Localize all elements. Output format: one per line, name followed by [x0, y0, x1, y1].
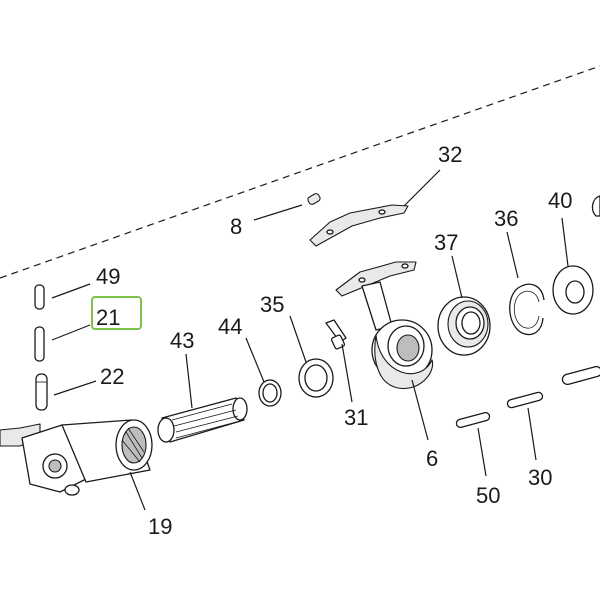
part-pin-21[interactable]	[34, 326, 45, 362]
callout-22[interactable]: 22	[100, 364, 124, 389]
part-shaft-43[interactable]	[157, 397, 248, 443]
callout-44[interactable]: 44	[218, 314, 242, 339]
part-partial-right-edge	[591, 195, 600, 217]
callout-21[interactable]: 21	[96, 305, 120, 330]
part-yoke-19[interactable]	[0, 419, 153, 496]
callout-30[interactable]: 30	[528, 465, 552, 490]
part-bearing-37[interactable]	[437, 296, 491, 356]
part-ring-44[interactable]	[258, 379, 282, 407]
callout-31[interactable]: 31	[344, 405, 368, 430]
callout-6[interactable]: 6	[426, 446, 438, 471]
callout-35[interactable]: 35	[260, 292, 284, 317]
part-pin-30[interactable]	[506, 391, 544, 409]
part-pin-edge	[561, 365, 600, 386]
part-pin-50[interactable]	[455, 411, 491, 429]
callout-32[interactable]: 32	[438, 142, 462, 167]
callout-40[interactable]: 40	[548, 188, 572, 213]
part-bearing-housing-6[interactable]	[335, 261, 434, 389]
part-bolt-31[interactable]	[325, 319, 347, 350]
part-pin-22[interactable]	[35, 373, 48, 411]
callout-37[interactable]: 37	[434, 230, 458, 255]
callout-50[interactable]: 50	[476, 483, 500, 508]
callout-49[interactable]: 49	[96, 264, 120, 289]
part-washer-40[interactable]	[552, 265, 594, 315]
callout-8[interactable]: 8	[230, 214, 242, 239]
leader-lines	[51, 169, 569, 511]
assembly-axis-line	[0, 65, 600, 279]
part-bracket-32[interactable]	[309, 204, 409, 247]
highlight-box-21	[91, 296, 142, 330]
callout-19[interactable]: 19	[148, 514, 172, 539]
part-pin-8[interactable]	[307, 193, 321, 206]
part-snap-ring-36[interactable]	[509, 283, 545, 336]
callout-43[interactable]: 43	[170, 328, 194, 353]
callout-36[interactable]: 36	[494, 206, 518, 231]
part-pin-49[interactable]	[34, 284, 45, 310]
part-washer-35[interactable]	[298, 358, 334, 398]
